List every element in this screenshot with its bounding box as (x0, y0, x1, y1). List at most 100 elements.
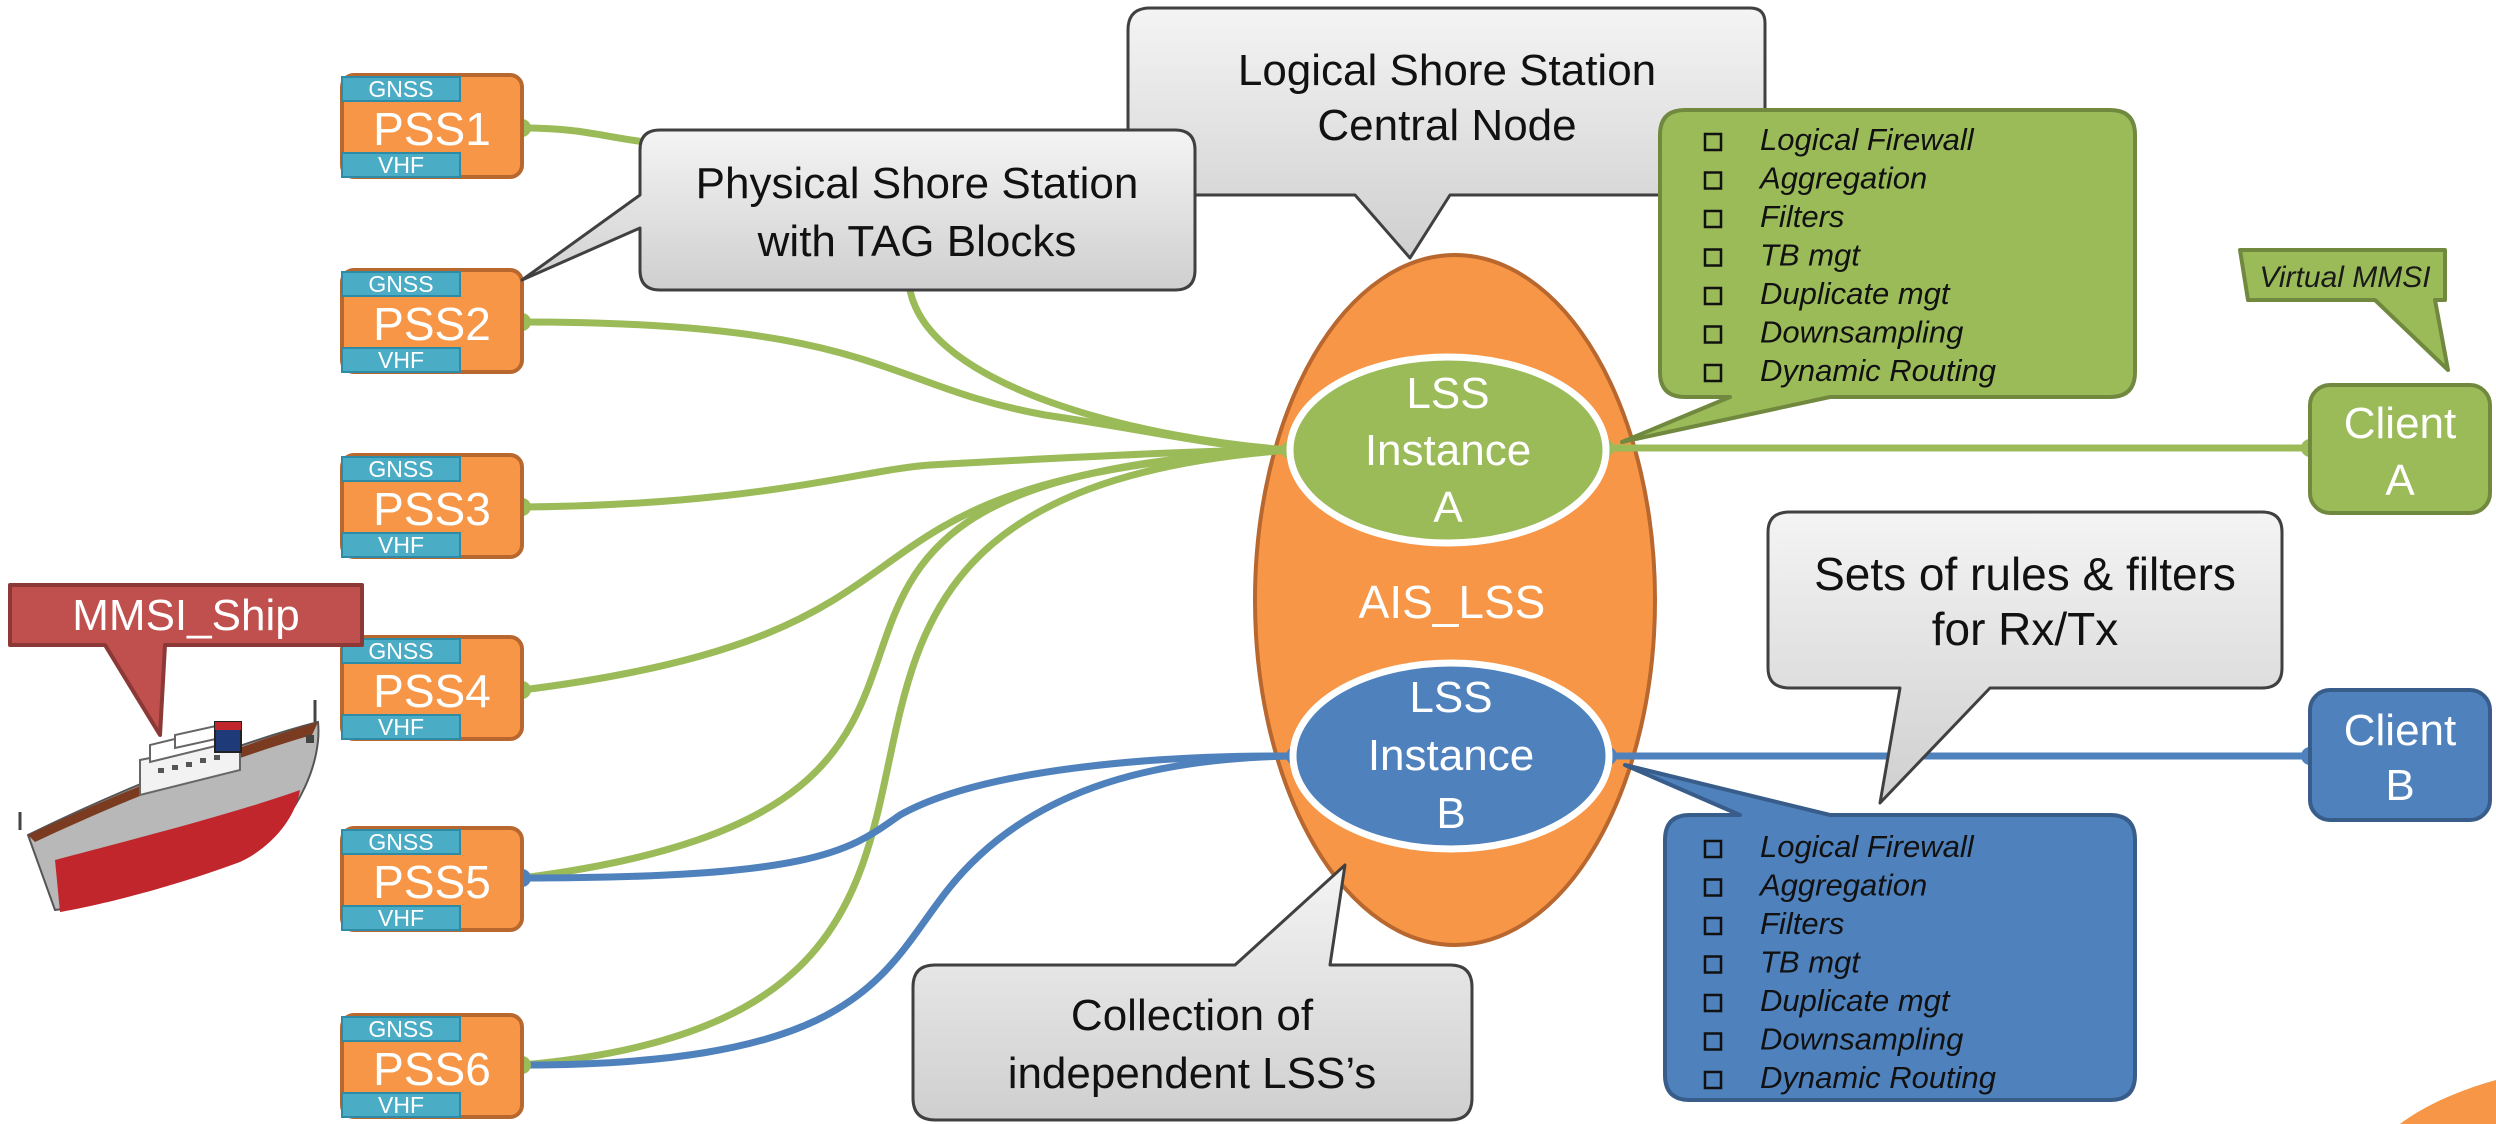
link-pss1-callout (518, 124, 649, 146)
physical-station-callout: Physical Shore Station with TAG Blocks (520, 128, 1197, 292)
instance-b-line-3: B (1436, 789, 1465, 838)
checkbox-icon (1703, 132, 1723, 152)
physical-shore-stations: GNSSPSS1VHFGNSSPSS2VHFGNSSPSS3VHFGNSSPSS… (340, 73, 524, 1119)
client-a-line-2: A (2385, 456, 2415, 505)
checkbox-icon (1703, 363, 1723, 383)
checkbox-icon (1703, 916, 1723, 936)
client-a: Client A (2308, 383, 2492, 515)
pss-gnss-label: GNSS (368, 829, 433, 855)
central-node-callout: Logical Shore Station Central Node (1126, 6, 1767, 260)
feature-item: TB mgt (1760, 945, 1861, 980)
connection-lines (518, 124, 2314, 1069)
link-pss5-instance-a (518, 446, 1294, 882)
feature-item: Logical Firewall (1760, 829, 1975, 864)
pss-vhf-label: VHF (378, 347, 424, 373)
instance-a-line-3: A (1433, 483, 1463, 532)
collection-line-1: Collection of (1071, 991, 1314, 1040)
pss-vhf-label: VHF (378, 152, 424, 178)
virtual-mmsi-label: Virtual MMSI (2259, 261, 2430, 294)
instance-a-line-2: Instance (1365, 426, 1531, 475)
virtual-mmsi-callout: Virtual MMSI (2238, 248, 2450, 372)
pss-gnss-label: GNSS (368, 76, 433, 102)
pss-gnss-label: GNSS (368, 1016, 433, 1042)
lss-instance-a: LSS Instance A (1286, 353, 1610, 547)
client-a-line-1: Client (2344, 399, 2457, 448)
pss-vhf-label: VHF (378, 532, 424, 558)
pss-gnss-label: GNSS (368, 456, 433, 482)
client-b: Client B (2308, 688, 2492, 822)
feature-item: TB mgt (1760, 238, 1861, 273)
instance-b-line-1: LSS (1409, 673, 1492, 722)
physical-station-line-1: Physical Shore Station (696, 159, 1139, 208)
client-b-line-2: B (2385, 761, 2414, 810)
link-pss2-instance-a (518, 318, 1294, 454)
link-pss5-instance-b (518, 752, 1299, 882)
rules-filters-line-2: for Rx/Tx (1932, 603, 2119, 655)
feature-item: Downsampling (1760, 1022, 1963, 1057)
ais-lss-label: AIS_LSS (1359, 576, 1546, 628)
ship-icon (18, 700, 320, 912)
feature-item: Aggregation (1758, 161, 1927, 196)
feature-item: Aggregation (1758, 868, 1927, 903)
feature-item: Logical Firewall (1760, 122, 1975, 157)
pss-vhf-label: VHF (378, 714, 424, 740)
link-pss3-instance-a (518, 446, 1294, 511)
checkbox-icon (1703, 325, 1723, 344)
feature-item: Duplicate mgt (1760, 983, 1951, 1018)
instance-b-line-2: Instance (1368, 731, 1534, 780)
rules-filters-callout: Sets of rules & filters for Rx/Tx (1766, 510, 2284, 805)
lss-instance-b: LSS Instance B (1289, 659, 1613, 853)
checkbox-icon (1703, 839, 1723, 859)
feature-item: Dynamic Routing (1760, 353, 1996, 388)
pss-vhf-label: VHF (378, 1092, 424, 1118)
pss-name-label: PSS4 (373, 665, 491, 717)
link-pss4-instance-a (518, 446, 1294, 694)
checkbox-icon (1703, 1070, 1723, 1090)
mmsi-ship-callout: MMSI_Ship (8, 583, 364, 737)
rules-filters-line-1: Sets of rules & filters (1814, 548, 2236, 600)
pss-name-label: PSS1 (373, 103, 491, 155)
checkbox-icon (1703, 1032, 1723, 1051)
link-pss6-instance-a (518, 446, 1294, 1069)
checkbox-icon (1703, 286, 1723, 306)
feature-item: Filters (1760, 199, 1844, 234)
corner-decoration (2400, 1080, 2496, 1124)
checkbox-icon (1703, 955, 1723, 974)
link-callout-instance-a (906, 286, 1294, 454)
checkbox-icon (1703, 171, 1723, 190)
instance-a-line-1: LSS (1406, 369, 1489, 418)
client-b-line-1: Client (2344, 706, 2457, 755)
checkbox-icon (1703, 209, 1723, 229)
collection-callout: Collection of independent LSS’s (911, 863, 1474, 1122)
pss-gnss-label: GNSS (368, 638, 433, 664)
checkbox-icon (1703, 878, 1723, 897)
mmsi-ship-label: MMSI_Ship (72, 591, 299, 640)
collection-line-2: independent LSS’s (1008, 1049, 1377, 1098)
feature-item: Dynamic Routing (1760, 1060, 1996, 1095)
checkbox-icon (1703, 248, 1723, 267)
checkbox-icon (1703, 993, 1723, 1013)
feature-item: Downsampling (1760, 315, 1963, 350)
pss-name-label: PSS5 (373, 856, 491, 908)
pss-vhf-label: VHF (378, 905, 424, 931)
feature-item: Filters (1760, 906, 1844, 941)
central-node-line-1: Logical Shore Station (1238, 46, 1656, 95)
pss-name-label: PSS3 (373, 483, 491, 535)
central-node-line-2: Central Node (1317, 101, 1576, 150)
feature-item: Duplicate mgt (1760, 276, 1951, 311)
pss-name-label: PSS2 (373, 298, 491, 350)
pss-gnss-label: GNSS (368, 271, 433, 297)
link-pss6-instance-b (518, 752, 1299, 1069)
physical-station-line-2: with TAG Blocks (757, 217, 1077, 266)
pss-name-label: PSS6 (373, 1043, 491, 1095)
